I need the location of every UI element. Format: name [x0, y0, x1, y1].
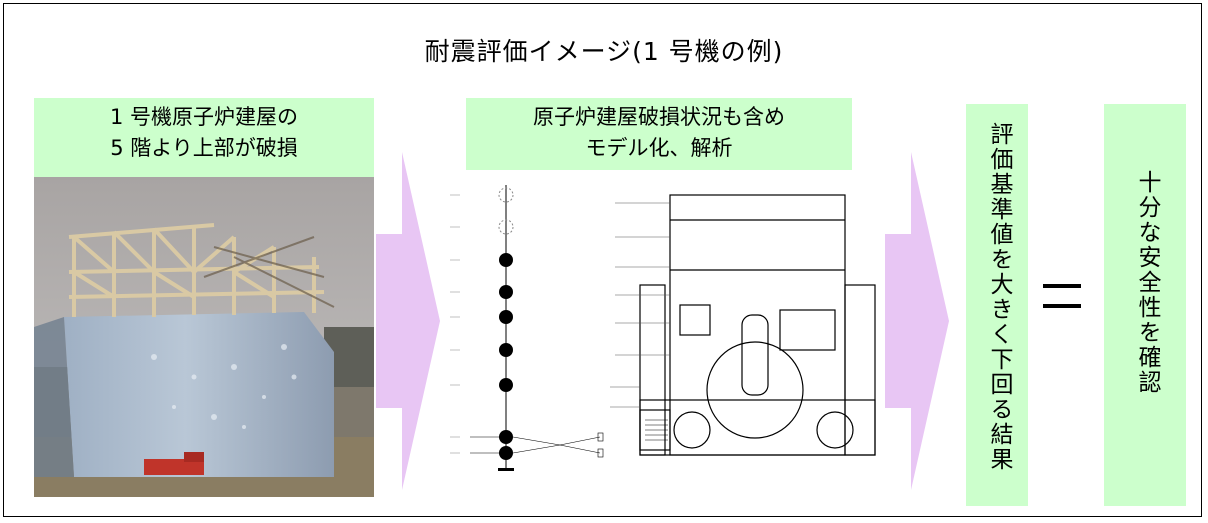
arrow-right-icon — [885, 152, 949, 490]
step2-line1: 原子炉建屋破損状況も含め — [533, 105, 785, 129]
step3-result-box: 評価基準値を大きく下回る結果 — [966, 104, 1028, 506]
step2-label: 原子炉建屋破損状況も含め モデル化、解析 — [466, 98, 852, 170]
step3-text: 評価基準値を大きく下回る結果 — [986, 122, 1012, 472]
analysis-model-illustration — [450, 185, 876, 471]
step1-line2: 5 階より上部が破損 — [110, 136, 298, 160]
building-photo-illustration — [34, 177, 374, 497]
equals-icon — [1043, 280, 1081, 316]
page-title: 耐震評価イメージ(1 号機の例) — [424, 37, 784, 66]
damaged-building-photo — [34, 177, 374, 497]
step1-line1: 1 号機原子炉建屋の — [109, 105, 299, 129]
arrow-right-icon — [376, 152, 440, 490]
step4-text: 十分な安全性を確認 — [1134, 170, 1160, 395]
step4-conclusion-box: 十分な安全性を確認 — [1104, 104, 1186, 506]
step2-line2: モデル化、解析 — [585, 136, 733, 160]
step1-label: 1 号機原子炉建屋の 5 階より上部が破損 — [34, 98, 374, 178]
reactor-model-diagram — [440, 175, 900, 480]
